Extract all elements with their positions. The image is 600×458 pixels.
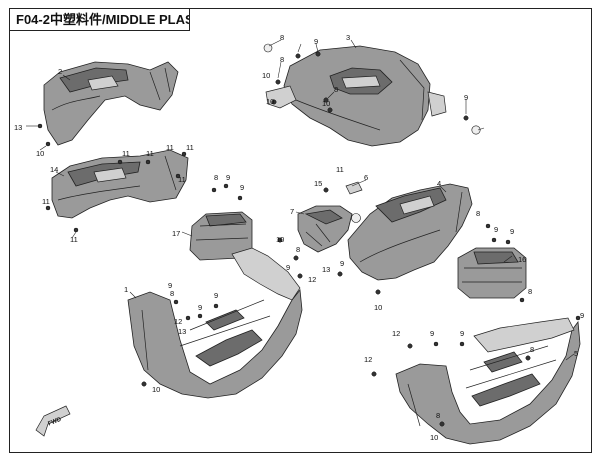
callout-labels: 1 2 3 4 5 6 7 8 8 8 8 8 8 8 8 8 8 9 9 9 …: [14, 33, 584, 442]
callout-15: 15: [314, 179, 322, 188]
callout-12: 12: [174, 317, 182, 326]
callout-17: 17: [172, 229, 180, 238]
callout-10: 10: [276, 235, 284, 244]
part-5-right-floorboard: [395, 317, 581, 445]
part-4-right-side-panel: [347, 183, 473, 281]
callout-8: 8: [170, 289, 174, 298]
callout-12: 12: [364, 355, 372, 364]
callout-3: 3: [346, 33, 350, 42]
callout-11: 11: [178, 175, 186, 184]
part-16-right-storage-box: [457, 247, 527, 299]
callout-11: 11: [70, 235, 78, 244]
part-6-clip: [345, 181, 363, 195]
callout-14: 14: [50, 165, 58, 174]
callout-9: 9: [494, 225, 498, 234]
callout-8: 8: [214, 173, 218, 182]
callout-8: 8: [280, 33, 284, 42]
callout-10: 10: [322, 99, 330, 108]
callout-10: 10: [152, 385, 160, 394]
callout-7: 7: [290, 207, 294, 216]
callout-10: 10: [266, 97, 274, 106]
leader-lines: [26, 39, 575, 361]
callout-9: 9: [340, 259, 344, 268]
part-14-left-lower-panel: [51, 149, 189, 219]
callout-11: 11: [146, 149, 154, 158]
fastener-hardware: [37, 43, 581, 427]
callout-12: 12: [392, 329, 400, 338]
callout-9: 9: [580, 311, 584, 320]
callout-9: 9: [460, 329, 464, 338]
callout-8: 8: [334, 85, 338, 94]
callout-9: 9: [314, 37, 318, 46]
callout-9: 9: [464, 93, 468, 102]
page-title: F04-2中塑料件/MIDDLE PLASTIC: [9, 8, 190, 31]
part-7-console: [297, 205, 353, 253]
callout-10: 10: [430, 433, 438, 442]
callout-9: 9: [510, 227, 514, 236]
callout-10: 10: [262, 71, 270, 80]
forward-arrow-icon: FWD: [35, 405, 71, 437]
part-2-left-side-panel: [43, 61, 179, 146]
callout-13: 13: [14, 123, 22, 132]
callout-8: 8: [476, 209, 480, 218]
callout-16: 16: [518, 255, 526, 264]
callout-11: 11: [166, 143, 174, 152]
callout-2: 2: [58, 67, 62, 76]
callout-9: 9: [226, 173, 230, 182]
part-17-left-storage-box: [189, 211, 253, 261]
callout-9: 9: [286, 263, 290, 272]
callout-12: 12: [308, 275, 316, 284]
callout-6: 6: [364, 173, 368, 182]
callout-9: 9: [168, 281, 172, 290]
part-3-center-top-cover: [265, 45, 447, 147]
callout-10: 10: [374, 303, 382, 312]
callout-8: 8: [296, 245, 300, 254]
callout-9: 9: [198, 303, 202, 312]
callout-10: 10: [36, 149, 44, 158]
callout-11: 11: [122, 149, 130, 158]
fwd-label: FWD: [47, 417, 63, 428]
callout-9: 9: [240, 183, 244, 192]
callout-9: 9: [214, 291, 218, 300]
callout-8: 8: [436, 411, 440, 420]
callout-13: 13: [322, 265, 330, 274]
drawing-frame: [9, 8, 592, 453]
callout-8: 8: [280, 55, 284, 64]
part-1-left-floorboard: [127, 247, 303, 399]
callout-8: 8: [530, 345, 534, 354]
callout-11: 11: [186, 143, 194, 152]
callout-5: 5: [574, 349, 578, 358]
callout-1: 1: [124, 285, 128, 294]
callout-9: 9: [430, 329, 434, 338]
callout-8: 8: [528, 287, 532, 296]
callout-13: 13: [178, 327, 186, 336]
callout-4: 4: [437, 179, 441, 188]
callout-11: 11: [42, 197, 50, 206]
callout-11: 11: [336, 165, 344, 174]
